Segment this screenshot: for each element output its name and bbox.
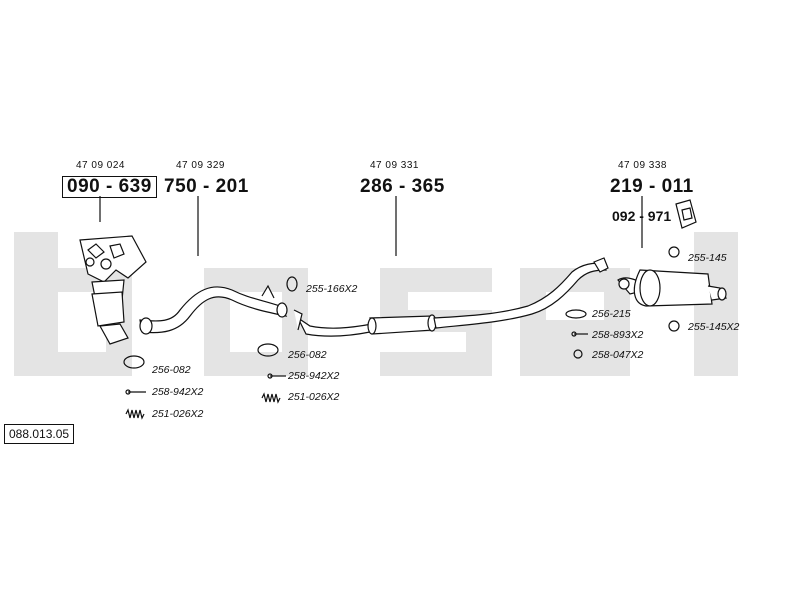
label-front-spring[interactable]: 251-026X2 (152, 408, 204, 420)
oe-number-2: 47 09 329 (176, 160, 225, 171)
label-mid-spring[interactable]: 251-026X2 (288, 391, 340, 403)
gasket-front (123, 355, 145, 369)
part-number-4[interactable]: 219 - 011 (610, 176, 694, 197)
ring-mid (286, 276, 298, 292)
label-rear-bolt[interactable]: 258-893X2 (592, 329, 644, 341)
label-rear-nut[interactable]: 258-047X2 (592, 349, 644, 361)
diagram-reference: 088.013.05 (4, 424, 75, 444)
rear-silencer (617, 269, 727, 307)
catalytic-converter (79, 235, 147, 345)
part-number-1[interactable]: 090 - 639 (62, 176, 157, 198)
bracket-part (675, 199, 697, 229)
spring-front (125, 408, 145, 420)
ring-rear-2 (668, 320, 680, 332)
oe-number-3: 47 09 331 (370, 160, 419, 171)
oe-number-1: 47 09 024 (76, 160, 125, 171)
nut-rear (573, 349, 583, 359)
label-front-gasket[interactable]: 256-082 (152, 364, 191, 376)
middle-silencer-pipe (293, 257, 609, 337)
label-mid-gasket[interactable]: 256-082 (288, 349, 327, 361)
bracket-part-number[interactable]: 092 - 971 (612, 208, 672, 224)
gasket-mid (257, 343, 279, 357)
label-mid-bolt[interactable]: 258-942X2 (288, 370, 340, 382)
gasket-rear (565, 309, 587, 319)
label-rear-gasket[interactable]: 256-215 (592, 308, 631, 320)
label-rear-hanger-x2[interactable]: 255-145X2 (688, 321, 740, 333)
spring-mid (261, 392, 281, 404)
label-front-bolt[interactable]: 258-942X2 (152, 386, 204, 398)
part-number-2[interactable]: 750 - 201 (164, 176, 249, 197)
oe-number-4: 47 09 338 (618, 160, 667, 171)
ring-rear-1 (668, 246, 680, 258)
front-pipe (139, 284, 288, 335)
part-number-3[interactable]: 286 - 365 (360, 176, 445, 197)
label-rear-hanger[interactable]: 255-145 (688, 252, 727, 264)
label-mid-ring[interactable]: 255-166X2 (306, 283, 358, 295)
